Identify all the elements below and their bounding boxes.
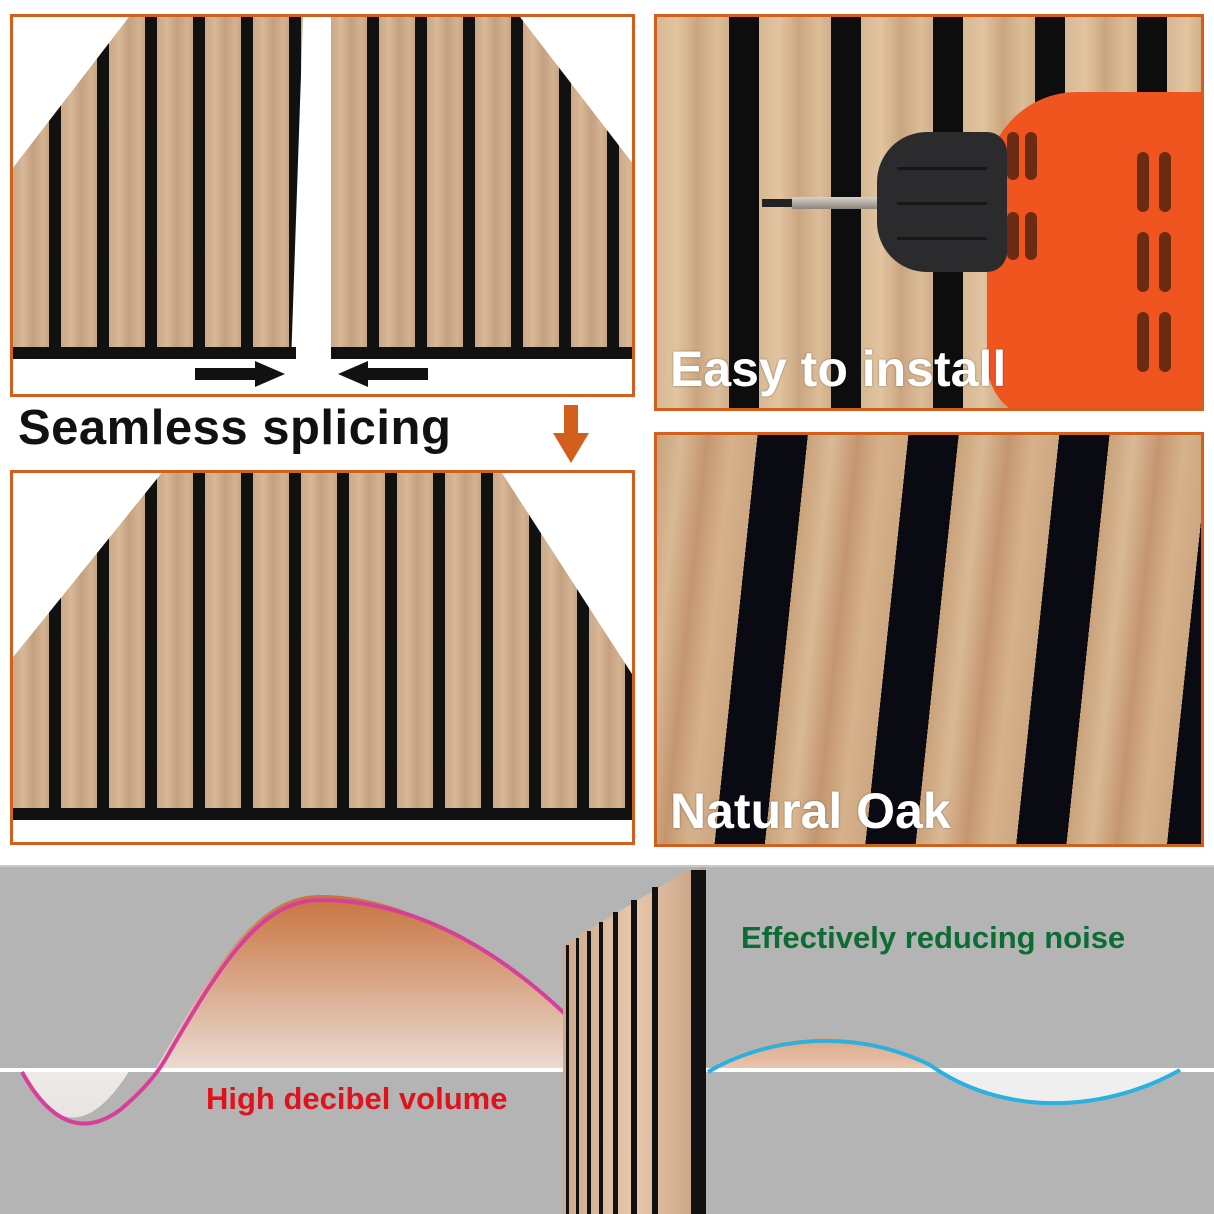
arrow-right-icon — [195, 361, 285, 387]
drill-icon — [762, 92, 1201, 408]
high-decibel-label: High decibel volume — [206, 1081, 508, 1116]
right-panel-base — [331, 347, 632, 359]
splicing-after-panel — [10, 470, 635, 845]
reduced-noise-wave — [706, 1038, 1181, 1106]
install-panel: Easy to install — [654, 14, 1204, 411]
left-slat-panel — [13, 17, 303, 352]
natural-oak-panel: Natural Oak — [654, 432, 1204, 847]
left-panel-base — [13, 347, 296, 359]
right-slat-panel — [331, 17, 632, 352]
arrow-left-icon — [338, 361, 428, 387]
install-caption: Easy to install — [670, 341, 1007, 397]
joined-panel-base — [13, 808, 632, 820]
arrow-down-icon — [553, 405, 589, 465]
joined-slat-panel — [13, 473, 632, 808]
splicing-before-panel — [10, 14, 635, 397]
acoustic-panel-barrier — [563, 867, 706, 1214]
seamless-splicing-heading: Seamless splicing — [18, 401, 452, 455]
finish-caption: Natural Oak — [670, 783, 951, 839]
high-decibel-wave — [20, 897, 622, 1126]
noise-reduction-label: Effectively reducing noise — [741, 920, 1126, 955]
